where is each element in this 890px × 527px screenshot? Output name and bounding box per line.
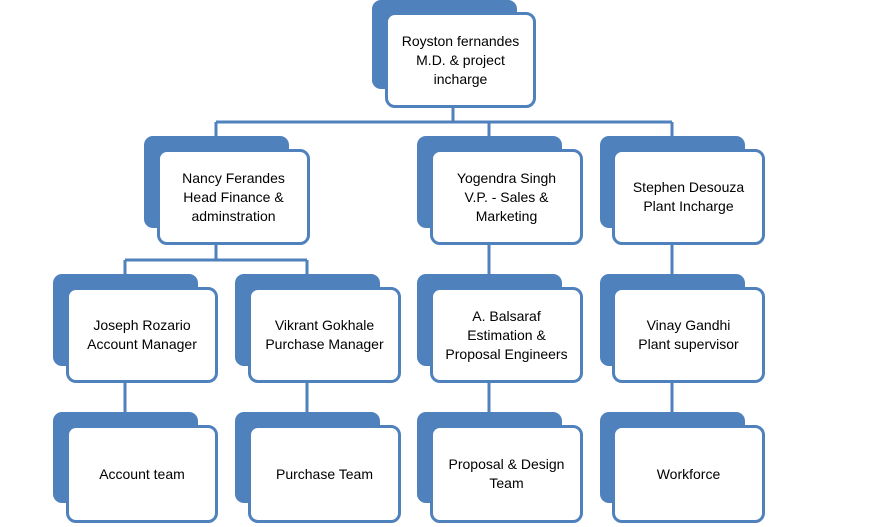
node-proposal-design-team-label: Proposal & Design	[448, 456, 565, 472]
node-proposal-design-team-label-2: Team	[489, 475, 524, 491]
node-workforce-label: Workforce	[656, 465, 721, 482]
node-account-manager-name: Joseph Rozario	[93, 317, 191, 333]
node-estimation-engineers-title-2: Proposal Engineers	[445, 345, 568, 362]
node-account-team-label: Account team	[99, 465, 185, 482]
node-plant-supervisor-title: Plant supervisor	[638, 336, 739, 352]
node-sales-vp-title-2: Marketing	[475, 207, 538, 224]
node-plant-incharge-title: Plant Incharge	[643, 198, 734, 214]
node-purchase-manager-title: Purchase Manager	[265, 336, 384, 352]
node-account-manager-title: Account Manager	[87, 336, 197, 352]
node-plant-supervisor-name: Vinay Gandhi	[646, 317, 731, 333]
node-md-title: M.D. & project	[416, 51, 505, 68]
node-estimation-engineers-title: Estimation &	[467, 326, 546, 343]
node-finance-head-title-2: adminstration	[191, 207, 276, 224]
node-finance-head-title: Head Finance &	[183, 188, 284, 205]
node-estimation-engineers-name: A. Balsaraf	[472, 307, 541, 324]
node-sales-vp-title: V.P. - Sales &	[464, 188, 549, 205]
node-purchase-manager-name: Vikrant Gokhale	[274, 317, 375, 333]
node-sales-vp-name: Yogendra Singh	[456, 169, 557, 186]
node-finance-head-name: Nancy Ferandes	[182, 169, 285, 186]
node-md-name: Royston fernandes	[401, 32, 520, 49]
node-plant-incharge-name: Stephen Desouza	[632, 179, 745, 195]
node-purchase-team-label: Purchase Team	[275, 465, 373, 482]
node-md-title-2: incharge	[433, 70, 488, 87]
